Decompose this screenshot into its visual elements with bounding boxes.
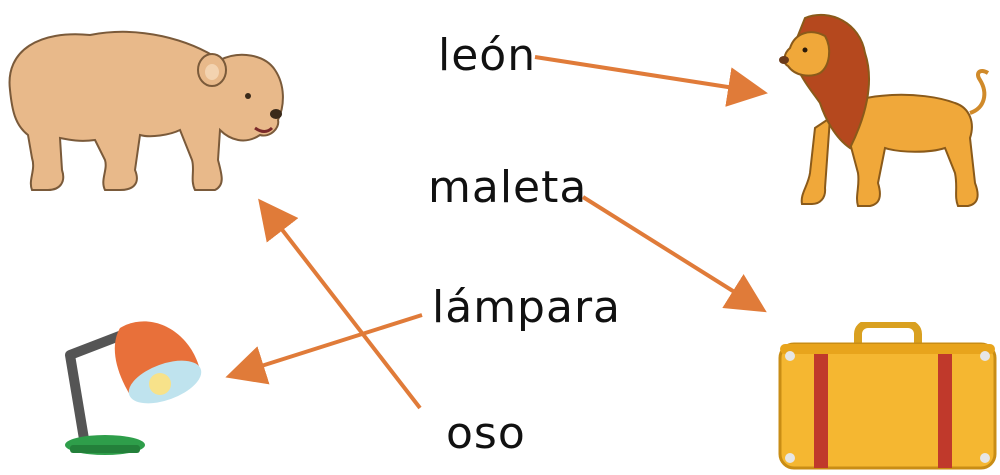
word-lampara[interactable]: lámpara xyxy=(432,282,621,333)
word-oso[interactable]: oso xyxy=(446,408,526,459)
lion-picture[interactable] xyxy=(770,8,1000,213)
lamp-picture[interactable] xyxy=(60,310,230,460)
bear-picture[interactable] xyxy=(0,10,300,200)
word-maleta[interactable]: maleta xyxy=(428,162,588,213)
arrow-oso-to-bear xyxy=(258,198,422,410)
arrow-lampara-to-lamp xyxy=(225,313,423,385)
suitcase-picture[interactable] xyxy=(778,322,1000,472)
word-leon[interactable]: león xyxy=(438,30,537,81)
arrow-maleta-to-suitcase xyxy=(581,195,767,313)
arrow-leon-to-lion xyxy=(534,55,768,107)
